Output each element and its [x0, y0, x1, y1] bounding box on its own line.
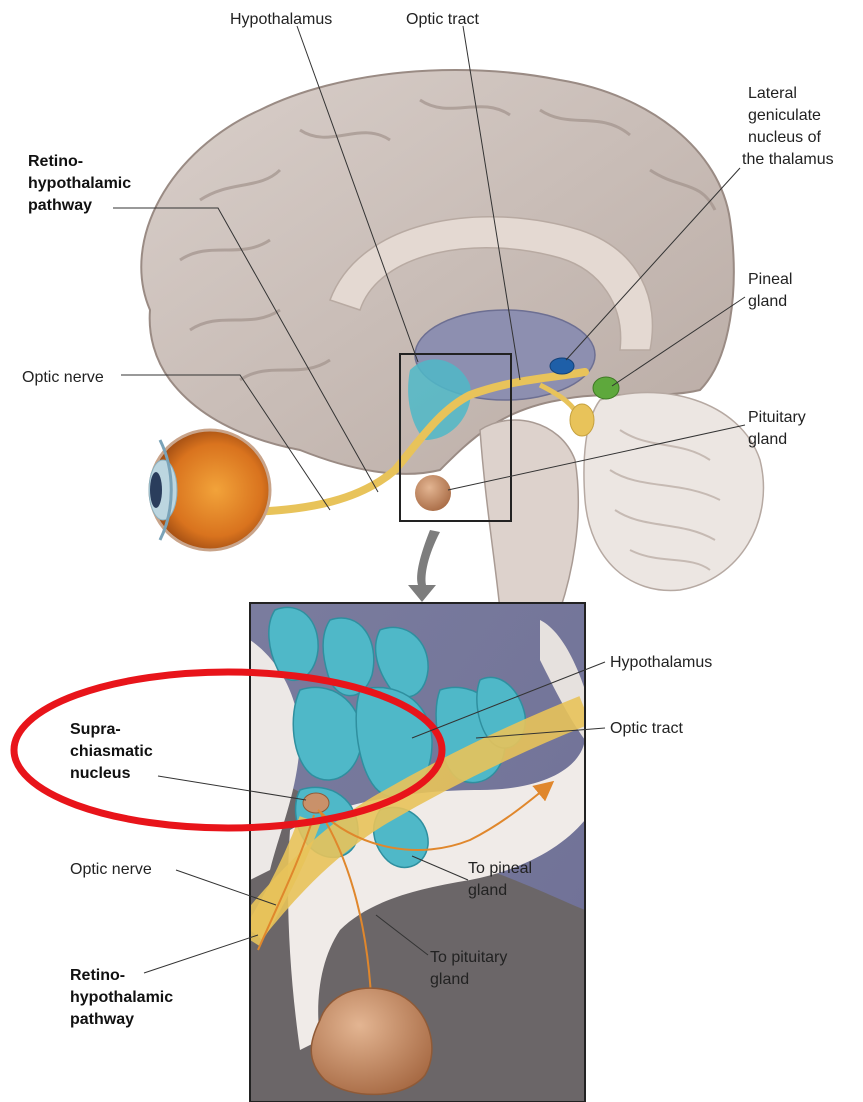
label-retino-top-line2: hypothalamic [28, 175, 131, 192]
label-scn-line2: chiasmatic [70, 743, 153, 760]
label-retino-inset-line2: hypothalamic [70, 989, 173, 1006]
brain-illustration [141, 70, 763, 610]
label-retino-top-line3: pathway [28, 197, 92, 214]
label-retino-inset-line3: pathway [70, 1011, 134, 1028]
eye [149, 430, 270, 550]
label-pituitary-line2: gland [748, 431, 787, 448]
label-lgn-line2: geniculate [748, 107, 821, 124]
label-lgn-line4: the thalamus [742, 151, 834, 168]
label-retino-top-line1: Retino- [28, 153, 83, 170]
label-pineal-line1: Pineal [748, 271, 792, 288]
zoom-arrow-icon [408, 530, 440, 602]
label-lgn-line3: nucleus of [748, 129, 821, 146]
pineal-green [593, 377, 619, 399]
label-to-pituitary-line1: To pituitary [430, 949, 507, 966]
label-optic-tract-inset: Optic tract [610, 720, 683, 737]
brainstem [480, 420, 578, 610]
label-optic-nerve-inset: Optic nerve [70, 861, 152, 878]
label-hypothalamus-inset: Hypothalamus [610, 654, 712, 671]
yellow-nucleus [570, 404, 594, 436]
scn-nucleus [303, 793, 329, 813]
label-to-pituitary-line2: gland [430, 971, 469, 988]
label-to-pineal-line1: To pineal [468, 860, 532, 877]
pituitary-inset [311, 988, 432, 1094]
label-hypothalamus-top: Hypothalamus [230, 11, 332, 28]
label-pituitary-line1: Pituitary [748, 409, 806, 426]
label-pineal-line2: gland [748, 293, 787, 310]
label-lgn-line1: Lateral [748, 85, 797, 102]
pituitary-top [415, 475, 451, 511]
label-optic-tract-top: Optic tract [406, 11, 479, 28]
label-scn-line3: nucleus [70, 765, 131, 782]
label-scn-line1: Supra- [70, 721, 121, 738]
lgn-blue [550, 358, 574, 374]
label-retino-inset-line1: Retino- [70, 967, 125, 984]
label-to-pineal-line2: gland [468, 882, 507, 899]
label-optic-nerve-top: Optic nerve [22, 369, 104, 386]
cerebellum [584, 393, 764, 591]
